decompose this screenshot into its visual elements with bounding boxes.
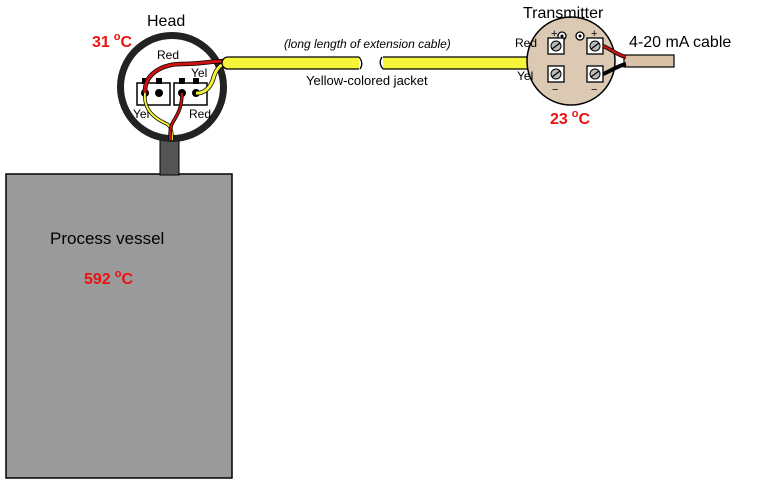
vessel-label: Process vessel bbox=[50, 229, 164, 248]
transmitter-terminal-bottom-left bbox=[547, 65, 565, 83]
transmitter-terminal-top-right bbox=[586, 37, 604, 55]
extension-cable-segment-1 bbox=[221, 56, 369, 70]
thermocouple-stem bbox=[159, 139, 180, 176]
process-vessel bbox=[5, 173, 233, 479]
head-terminal-red-label: Red bbox=[189, 107, 211, 121]
head-red-wire-label: Red bbox=[157, 48, 179, 62]
tx-red-wire-label: Red bbox=[515, 36, 537, 50]
jacket-label: Yellow-colored jacket bbox=[306, 73, 428, 88]
loop-wire-black bbox=[602, 62, 627, 76]
transmitter-label: Transmitter bbox=[523, 5, 604, 22]
head-label: Head bbox=[147, 13, 185, 30]
loop-cable bbox=[623, 54, 675, 68]
head-terminal-yel-label: Yel bbox=[133, 107, 149, 121]
tx-plus-right: + bbox=[591, 28, 597, 40]
tx-plus-left: + bbox=[551, 28, 557, 40]
tx-minus-left: − bbox=[552, 84, 558, 96]
transmitter-terminal-bottom-right bbox=[586, 65, 604, 83]
extension-cable-segment-2 bbox=[374, 56, 535, 70]
loop-cable-label: 4-20 mA cable bbox=[629, 34, 731, 51]
tx-yel-wire-label: Yel bbox=[517, 69, 533, 83]
transmitter-body bbox=[526, 16, 616, 106]
transmitter-terminal-top-left bbox=[547, 37, 565, 55]
extension-cable-note: (long length of extension cable) bbox=[284, 37, 451, 51]
head-yel-wire-label: Yel bbox=[191, 66, 207, 80]
tx-minus-right: − bbox=[591, 84, 597, 96]
